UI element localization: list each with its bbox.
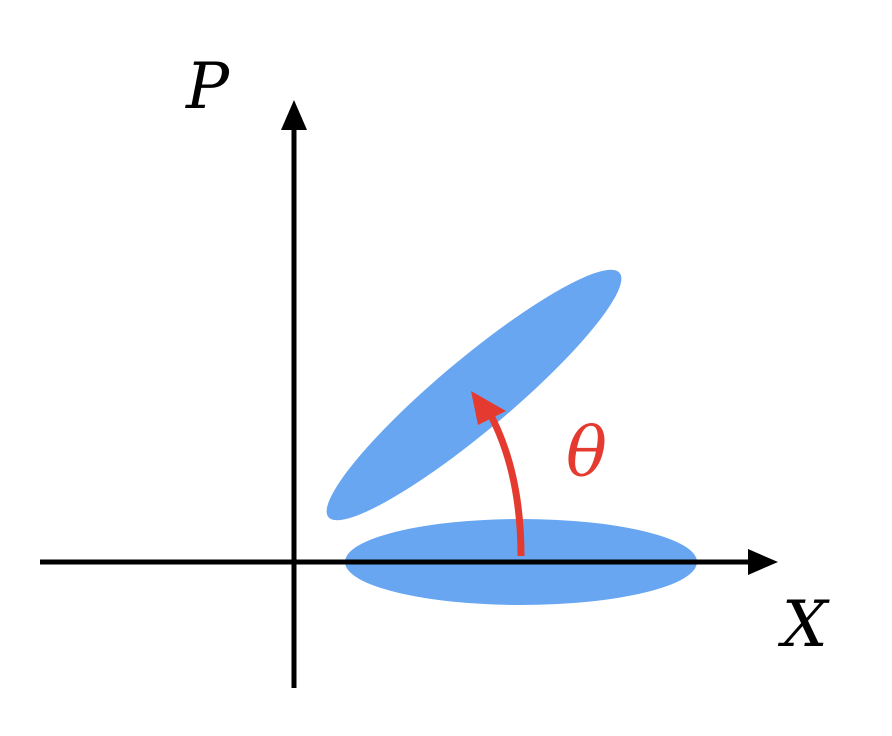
- rotation-arrowhead-icon: [471, 391, 506, 425]
- x-axis-arrowhead-icon: [748, 549, 778, 575]
- p-axis-arrowhead-icon: [281, 100, 307, 130]
- p-axis-label: P: [185, 50, 230, 124]
- rotation-arrow-shaft: [484, 408, 525, 557]
- x-axis-label: X: [777, 588, 830, 662]
- theta-label: θ: [566, 414, 607, 493]
